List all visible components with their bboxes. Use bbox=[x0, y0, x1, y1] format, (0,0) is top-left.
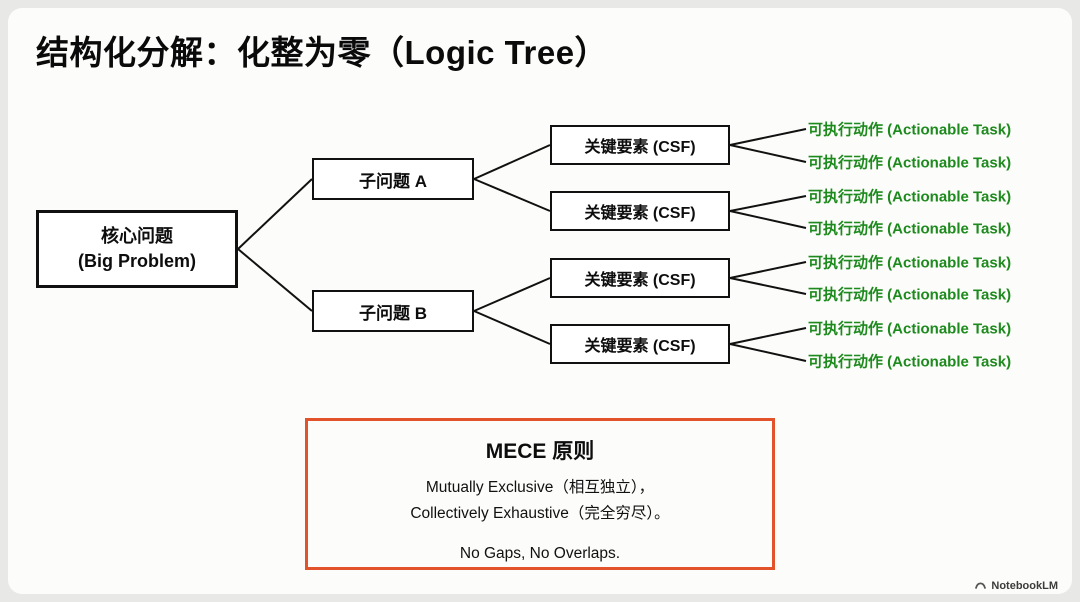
root-problem-line2: (Big Problem) bbox=[77, 251, 196, 271]
actionable-task-8: 可执行动作 (Actionable Task) bbox=[808, 353, 1012, 371]
slide-card bbox=[8, 8, 1072, 594]
notebooklm-logo-icon bbox=[974, 579, 987, 592]
watermark-brand: NotebookLM bbox=[991, 579, 1058, 592]
csf-box-2: 关键要素 (CSF) bbox=[550, 191, 730, 231]
actionable-task-5: 可执行动作 (Actionable Task) bbox=[808, 254, 1012, 272]
actionable-task-4: 可执行动作 (Actionable Task) bbox=[808, 220, 1012, 238]
mece-line-1: Mutually Exclusive（相互独立）， bbox=[425, 479, 655, 496]
csf-box-1: 关键要素 (CSF) bbox=[550, 125, 730, 165]
actionable-task-3: 可执行动作 (Actionable Task) bbox=[808, 188, 1012, 206]
actionable-task-2: 可执行动作 (Actionable Task) bbox=[808, 154, 1012, 172]
mece-line-2: Collectively Exhaustive（完全穷尽）。 bbox=[410, 505, 670, 522]
sub-problem-a-box: 子问题 A bbox=[312, 158, 474, 200]
actionable-task-1: 可执行动作 (Actionable Task) bbox=[808, 121, 1012, 139]
root-problem-line1: 核心问题 bbox=[101, 225, 173, 246]
mece-spacer bbox=[308, 527, 772, 541]
csf-box-4: 关键要素 (CSF) bbox=[550, 324, 730, 364]
sub-problem-b-box: 子问题 B bbox=[312, 290, 474, 332]
mece-principle-box: MECE 原则 Mutually Exclusive（相互独立）， Collec… bbox=[305, 418, 775, 570]
watermark: NotebookLM bbox=[974, 579, 1058, 592]
root-problem-box: 核心问题 (Big Problem) bbox=[36, 210, 238, 288]
page-title: 结构化分解：化整为零（Logic Tree） bbox=[36, 34, 609, 71]
csf-box-3: 关键要素 (CSF) bbox=[550, 258, 730, 298]
actionable-task-6: 可执行动作 (Actionable Task) bbox=[808, 286, 1012, 304]
mece-title: MECE 原则 bbox=[485, 440, 595, 463]
actionable-task-7: 可执行动作 (Actionable Task) bbox=[808, 320, 1012, 338]
connector-group bbox=[237, 128, 807, 362]
mece-line-3: No Gaps, No Overlaps. bbox=[459, 545, 621, 562]
